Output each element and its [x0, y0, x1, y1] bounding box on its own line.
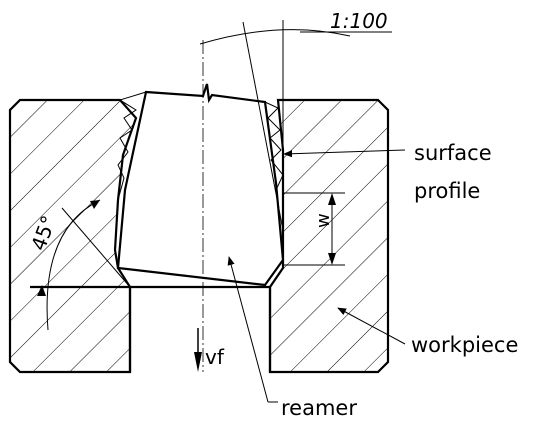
workpiece-right-section [268, 98, 390, 374]
taper-label: 1:100 [330, 9, 388, 33]
angle-arc [46, 199, 101, 331]
angle-arrow-bottom [37, 285, 46, 296]
width-label: w [313, 213, 334, 228]
feed-label: vf [205, 345, 225, 369]
width-arrow-top [328, 193, 336, 205]
reamer-left-teeth [117, 91, 147, 201]
taper-reference-slant [242, 21, 284, 231]
reamer-label: reamer [281, 396, 357, 420]
workpiece-label: workpiece [411, 333, 518, 357]
profile-label: profile [414, 179, 480, 203]
feed-arrow-head [194, 352, 202, 372]
surface-label: surface [414, 141, 492, 165]
reamer-right-teeth [264, 101, 284, 191]
angle-arrow-top [90, 200, 100, 209]
width-arrow-bottom [328, 253, 336, 265]
reamer-body [116, 83, 285, 287]
workpiece-pointer-arrow [337, 307, 406, 345]
surface-profile-arrow [283, 149, 406, 158]
reamer-pointer-arrow [227, 256, 269, 403]
taper-arc [199, 29, 351, 45]
